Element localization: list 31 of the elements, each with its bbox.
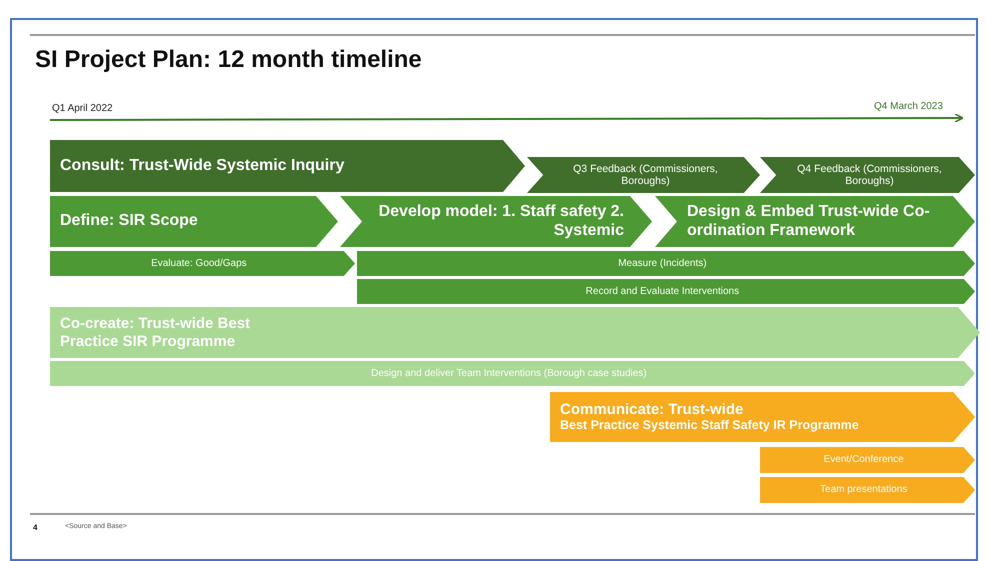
- phase-label: Consult: Trust-Wide Systemic Inquiry: [60, 156, 346, 176]
- phase-bar: [50, 140, 525, 192]
- phase-bar: [760, 157, 975, 193]
- page-number: 4: [33, 523, 38, 532]
- phase-bar: [50, 251, 355, 276]
- phase-bar: [760, 477, 975, 503]
- phase-label: Measure (Incidents): [617, 258, 708, 270]
- phase-label: Define: SIR Scope: [60, 212, 199, 231]
- phase-subtitle: Best Practice Systemic Staff Safety IR Programme: [560, 418, 860, 433]
- phase-bar: [50, 307, 980, 358]
- phase-label: Co-create: Trust-wide Best Practice SIR Programme: [60, 315, 252, 350]
- start-date-label: Q1 April 2022: [52, 103, 113, 114]
- phase-label: Design & Embed Trust-wide Co-ordination Framework: [687, 203, 931, 240]
- phase-label: Design and deliver Team Interventions (Borough case studies): [370, 368, 648, 380]
- phase-label: Record and Evaluate Interventions: [584, 286, 740, 298]
- phase-label: Team presentations: [819, 484, 908, 496]
- phase-label: Evaluate: Good/Gaps: [150, 258, 248, 270]
- end-date-label: Q4 March 2023: [874, 101, 943, 112]
- phase-bar: [50, 196, 338, 247]
- phase-label: Communicate: Trust-wide: [560, 401, 744, 418]
- phase-label: Q4 Feedback (Commissioners, Boroughs): [796, 162, 943, 188]
- phase-label: Develop model: 1. Staff safety 2. Systemic: [378, 203, 624, 240]
- phase-bar: [550, 392, 975, 442]
- phase-label: Event/Conference: [822, 454, 905, 466]
- phase-bar: [357, 279, 975, 304]
- phase-label: Q3 Feedback (Commissioners, Boroughs): [572, 162, 719, 188]
- phase-bar: [655, 196, 975, 247]
- phase-bar: [357, 251, 975, 276]
- slide-title: SI Project Plan: 12 month timeline: [35, 46, 422, 74]
- phase-bar: [50, 361, 975, 386]
- phase-bar: [760, 447, 975, 473]
